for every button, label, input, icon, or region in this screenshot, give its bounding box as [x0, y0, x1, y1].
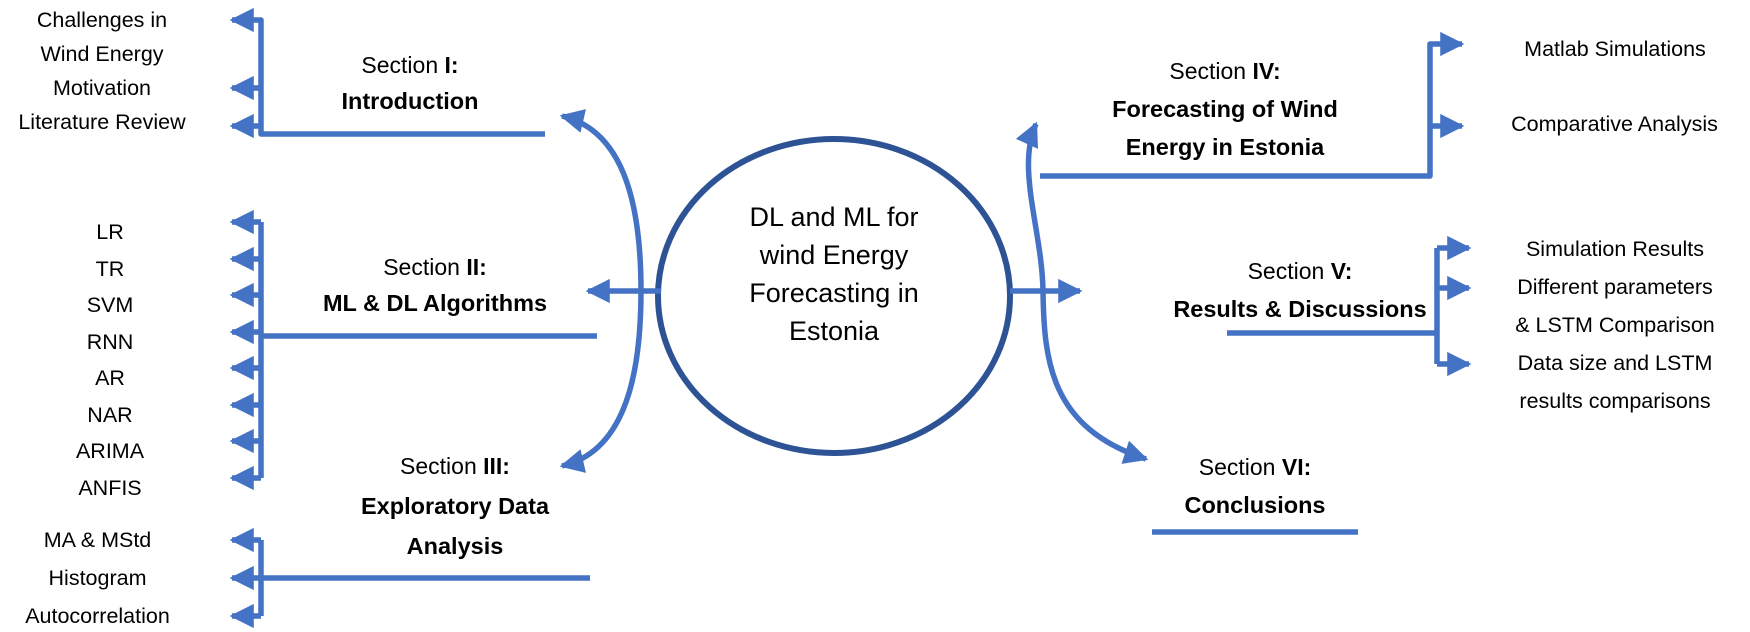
list-item: ARIMA	[75, 439, 145, 463]
section-prefix: Section	[400, 453, 477, 479]
center-circle-label: DL and ML for wind Energy Forecasting in…	[684, 198, 984, 350]
section-prefix: Section	[1247, 258, 1325, 284]
list-item: TR	[95, 256, 125, 281]
section-prefix: Section	[361, 52, 439, 78]
section-4-branch	[1040, 31, 1465, 179]
section-4-heading: Section IV: Forecasting of Wind Energy i…	[1025, 52, 1425, 166]
section-prefix: Section	[1198, 454, 1276, 480]
section-2-items: LR TR SVM RNN AR NAR ARIMA ANFIS	[30, 214, 190, 506]
right-curve-arrow	[1015, 121, 1149, 464]
list-item: Histogram	[48, 566, 147, 590]
section-title: Conclusions	[1184, 492, 1326, 518]
list-item: Simulation Results	[1525, 237, 1705, 261]
list-item: SVM	[86, 293, 134, 317]
section-title: Exploratory Data	[360, 493, 550, 519]
section-5-heading: Section V: Results & Discussions	[1150, 252, 1450, 328]
section-title: Analysis	[406, 533, 504, 559]
list-item: & LSTM Comparison	[1515, 313, 1715, 337]
list-item: AR	[95, 366, 125, 390]
section-3-items: MA & MStd Histogram Autocorrelation	[0, 521, 195, 632]
section-title: Introduction	[341, 88, 479, 114]
section-numeral: II:	[466, 254, 487, 280]
section-numeral: IV:	[1252, 58, 1281, 84]
center-line: Forecasting in	[749, 278, 919, 308]
list-item: ANFIS	[78, 475, 142, 500]
section-title: Energy in Estonia	[1125, 134, 1325, 160]
section-title: Results & Discussions	[1173, 296, 1427, 322]
section-prefix: Section	[383, 254, 460, 280]
section-numeral: V:	[1330, 258, 1353, 284]
list-item: Challenges in	[36, 8, 168, 32]
section-numeral: VI:	[1281, 454, 1312, 480]
list-item: Matlab Simulations	[1524, 37, 1706, 61]
section-1-items: Challenges in Wind Energy Motivation Lit…	[2, 3, 202, 139]
section-3-heading: Section III: Exploratory Data Analysis	[320, 446, 590, 566]
section-4-item: Matlab Simulations	[1480, 36, 1750, 62]
section-1-heading: Section I: Introduction	[270, 47, 550, 119]
center-line: DL and ML for	[749, 202, 919, 232]
list-item: Autocorrelation	[25, 604, 170, 628]
center-line: Estonia	[788, 316, 880, 346]
list-item: Motivation	[53, 76, 151, 100]
section-numeral: III:	[483, 453, 510, 479]
list-item: Literature Review	[18, 110, 186, 134]
section-6-heading: Section VI: Conclusions	[1130, 448, 1380, 524]
section-5-items: Simulation Results Different parameters …	[1475, 230, 1750, 420]
list-item: LR	[96, 220, 124, 244]
list-item: Comparative Analysis	[1511, 112, 1718, 136]
list-item: Wind Energy	[40, 42, 164, 66]
section-4-item: Comparative Analysis	[1472, 111, 1750, 137]
list-item: Different parameters	[1517, 275, 1713, 299]
list-item: MA & MStd	[43, 528, 152, 552]
center-line: wind Energy	[759, 240, 909, 270]
section-2-heading: Section II: ML & DL Algorithms	[280, 249, 590, 321]
list-item: results comparisons	[1519, 389, 1711, 413]
list-item: RNN	[86, 329, 134, 354]
center-circle	[655, 136, 1013, 456]
section-title: Forecasting of Wind	[1112, 96, 1338, 122]
section-title: ML & DL Algorithms	[322, 290, 548, 316]
section-prefix: Section	[1169, 58, 1247, 84]
list-item: Data size and LSTM	[1517, 351, 1713, 375]
list-item: NAR	[87, 402, 133, 427]
section-1-bracket	[229, 7, 545, 137]
section-numeral: I:	[444, 52, 459, 78]
